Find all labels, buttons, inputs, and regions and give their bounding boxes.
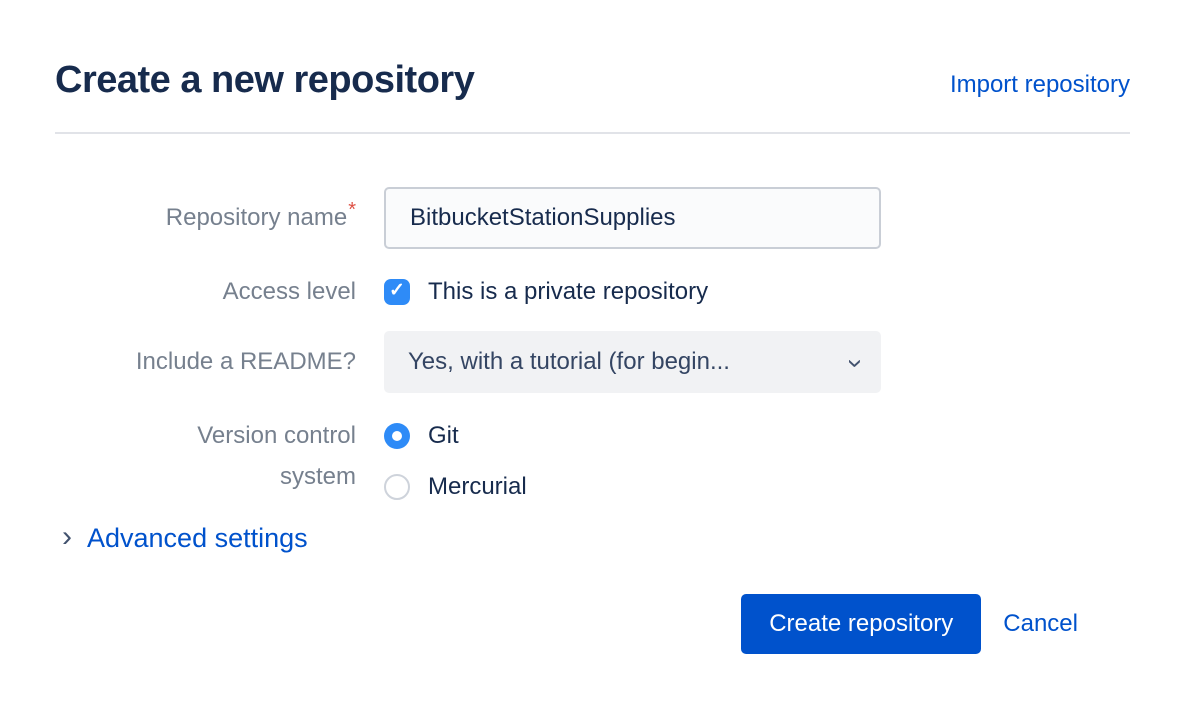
repository-name-field-wrap [384, 186, 1130, 249]
mercurial-radio[interactable] [384, 473, 410, 500]
vcs-row: Version control system Git Mercurial [55, 422, 1130, 501]
page-title: Create a new repository [55, 59, 475, 101]
chevron-down-icon: › [840, 358, 872, 368]
git-radio[interactable] [384, 422, 410, 449]
checkmark-icon: ✓ [389, 280, 405, 302]
header-divider [55, 131, 1130, 134]
private-repository-checkbox-label[interactable]: This is a private repository [428, 277, 709, 305]
private-repository-option: ✓ This is a private repository [384, 278, 1130, 306]
mercurial-radio-label[interactable]: Mercurial [428, 472, 527, 500]
vcs-option-git: Git [384, 422, 1130, 450]
repository-name-row: Repository name* [55, 186, 1130, 249]
form-actions: Create repository Cancel [55, 593, 1130, 654]
repository-name-label: Repository name* [55, 200, 356, 232]
vcs-option-mercurial: Mercurial [384, 473, 1130, 501]
vcs-label-line2: system [279, 462, 356, 490]
readme-row: Include a README? Yes, with a tutorial (… [55, 330, 1130, 393]
required-asterisk: * [348, 198, 356, 221]
readme-select[interactable]: Yes, with a tutorial (for begin... › [384, 330, 881, 393]
create-repository-page: Create a new repository Import repositor… [0, 0, 1182, 654]
private-repository-checkbox[interactable]: ✓ [384, 278, 410, 305]
readme-selected-value: Yes, with a tutorial (for begin... [408, 347, 730, 375]
cancel-link[interactable]: Cancel [1003, 609, 1078, 637]
readme-label: Include a README? [135, 347, 356, 375]
repository-name-input[interactable] [384, 186, 881, 249]
chevron-right-icon[interactable]: › [62, 519, 72, 553]
vcs-radio-group: Git Mercurial [384, 422, 1130, 501]
import-repository-link[interactable]: Import repository [949, 71, 1130, 98]
create-repository-form: Repository name* Access level ✓ This is … [55, 186, 1130, 654]
access-level-row: Access level ✓ This is a private reposit… [55, 278, 1130, 306]
advanced-settings-row: › Advanced settings [55, 519, 1130, 554]
repository-name-label-text: Repository name [165, 203, 348, 231]
git-radio-label[interactable]: Git [428, 421, 459, 449]
vcs-label-line1: Version control [197, 421, 356, 449]
access-level-label: Access level [222, 277, 356, 305]
create-repository-button[interactable]: Create repository [741, 593, 982, 654]
advanced-settings-link[interactable]: Advanced settings [87, 523, 308, 554]
page-header: Create a new repository Import repositor… [55, 58, 1130, 104]
vcs-label: Version control system [55, 415, 356, 497]
